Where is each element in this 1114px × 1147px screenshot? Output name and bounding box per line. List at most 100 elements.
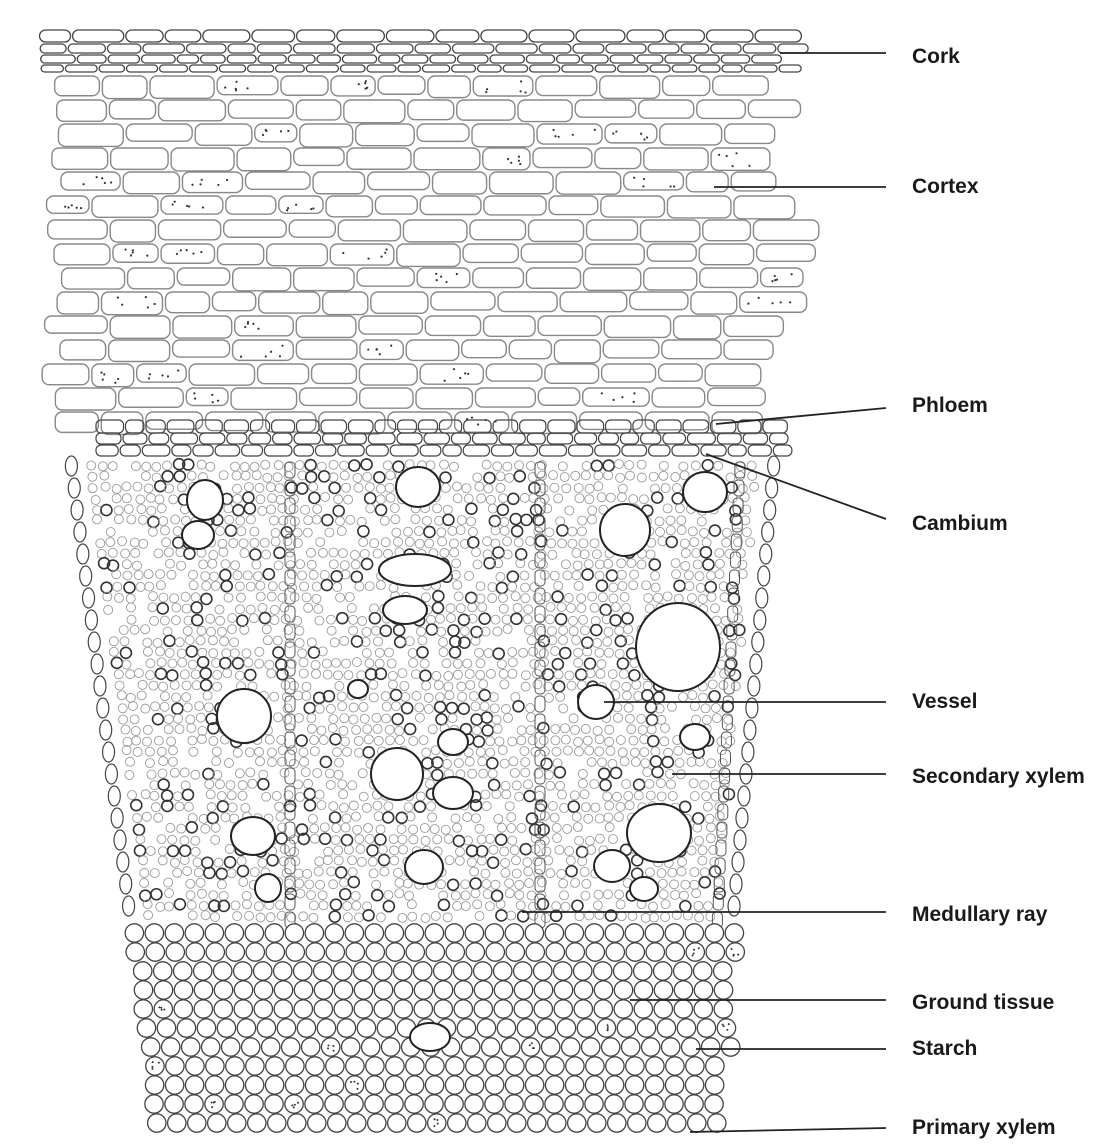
- parenchyma-cell: [265, 1076, 283, 1094]
- xylem-cell: [409, 737, 418, 746]
- fibre-cell: [108, 786, 120, 806]
- parenchyma-cell: [646, 943, 664, 961]
- parenchyma-cell: [601, 1038, 619, 1056]
- xylem-cell: [279, 516, 288, 525]
- parenchyma-cell: [606, 943, 624, 961]
- xylem-cell: [596, 669, 605, 678]
- parenchyma-cell: [448, 1114, 466, 1132]
- xylem-cell: [315, 790, 324, 799]
- xylem-cell: [220, 637, 229, 646]
- xylem-cell: [148, 603, 157, 612]
- xylem-cell: [641, 759, 650, 768]
- xylem-cell: [526, 461, 535, 470]
- parenchyma-cell: [154, 962, 172, 980]
- xylem-cell: [227, 869, 236, 878]
- xylem-cell: [374, 472, 385, 483]
- parenchyma-cell: [594, 981, 612, 999]
- starch-grain: [520, 90, 522, 92]
- xylem-cell: [322, 659, 331, 668]
- xylem-cell: [369, 869, 378, 878]
- parenchyma-cell: [494, 962, 512, 980]
- parenchyma-cell: [321, 1038, 339, 1056]
- xylem-cell: [206, 462, 215, 471]
- xylem-cell: [164, 635, 175, 646]
- xylem-cell: [363, 747, 374, 758]
- xylem-cell: [515, 792, 524, 801]
- parenchyma-cell: [254, 981, 272, 999]
- xylem-cell: [164, 725, 173, 734]
- xylem-cell: [690, 792, 699, 801]
- xylem-cell: [424, 704, 433, 713]
- xylem-cell: [499, 669, 508, 678]
- xylem-cell: [471, 626, 482, 637]
- xylem-cell: [100, 471, 109, 480]
- xylem-cell: [612, 792, 621, 801]
- xylem-cell: [401, 693, 410, 702]
- xylem-cell: [204, 703, 213, 712]
- xylem-cell: [507, 813, 516, 822]
- xylem-cell: [376, 484, 385, 493]
- xylem-cell: [372, 890, 383, 901]
- xylem-cell: [354, 736, 363, 745]
- parenchyma-cell: [585, 1095, 603, 1113]
- xylem-cell: [143, 638, 152, 647]
- xylem-cell: [133, 748, 142, 757]
- parenchyma-cell: [406, 943, 424, 961]
- parenchyma-cell: [585, 924, 603, 942]
- xylem-cell: [637, 473, 646, 482]
- xylem-cell: [418, 636, 427, 645]
- xylem-cell: [92, 515, 101, 524]
- xylem-cell: [335, 517, 344, 526]
- xylem-cell: [273, 473, 282, 482]
- xylem-cell: [651, 747, 660, 756]
- xylem-cell: [395, 736, 404, 745]
- parenchyma-cell: [581, 1038, 599, 1056]
- xylem-cell: [356, 845, 365, 854]
- xylem-cell: [209, 649, 218, 658]
- xylem-cell: [479, 769, 488, 778]
- starch-grain: [643, 178, 645, 180]
- starch-grain: [791, 273, 793, 275]
- xylem-cell: [463, 813, 472, 822]
- xylem-cell: [426, 624, 437, 635]
- xylem-cell: [453, 659, 462, 668]
- fibre-cell: [746, 698, 758, 718]
- xylem-cell: [668, 868, 677, 877]
- xylem-cell: [399, 845, 408, 854]
- vessel: [594, 850, 630, 882]
- xylem-cell: [574, 581, 583, 590]
- xylem-cell: [696, 583, 705, 592]
- xylem-cell: [132, 561, 141, 570]
- xylem-cell: [274, 461, 283, 470]
- xylem-cell: [500, 680, 509, 689]
- xylem-cell: [167, 670, 178, 681]
- xylem-cell: [565, 846, 574, 855]
- starch-grain: [200, 251, 202, 253]
- parenchyma-cell: [646, 1057, 664, 1075]
- xylem-cell: [158, 779, 169, 790]
- xylem-cell: [263, 569, 274, 580]
- starch-grain: [531, 1042, 533, 1044]
- starch-grain: [161, 374, 163, 376]
- parenchyma-cell: [268, 1114, 286, 1132]
- xylem-cell: [385, 736, 394, 745]
- xylem-cell: [383, 461, 392, 470]
- xylem-cell: [649, 559, 660, 570]
- fibre-cell: [100, 720, 112, 740]
- xylem-cell: [233, 494, 242, 503]
- xylem-cell: [552, 747, 561, 756]
- starch-grain: [295, 204, 297, 206]
- xylem-cell: [460, 627, 469, 636]
- xylem-cell: [391, 702, 400, 711]
- fibre-cell: [68, 478, 80, 498]
- xylem-cell: [454, 592, 463, 601]
- xylem-cell: [639, 495, 648, 504]
- xylem-cell: [515, 461, 524, 470]
- xylem-cell: [339, 803, 348, 812]
- xylem-cell: [349, 460, 360, 471]
- parenchyma-cell: [645, 1095, 663, 1113]
- starch-grain: [160, 1007, 162, 1009]
- parenchyma-cell: [226, 1057, 244, 1075]
- xylem-cell: [244, 503, 255, 514]
- vessel: [217, 689, 271, 743]
